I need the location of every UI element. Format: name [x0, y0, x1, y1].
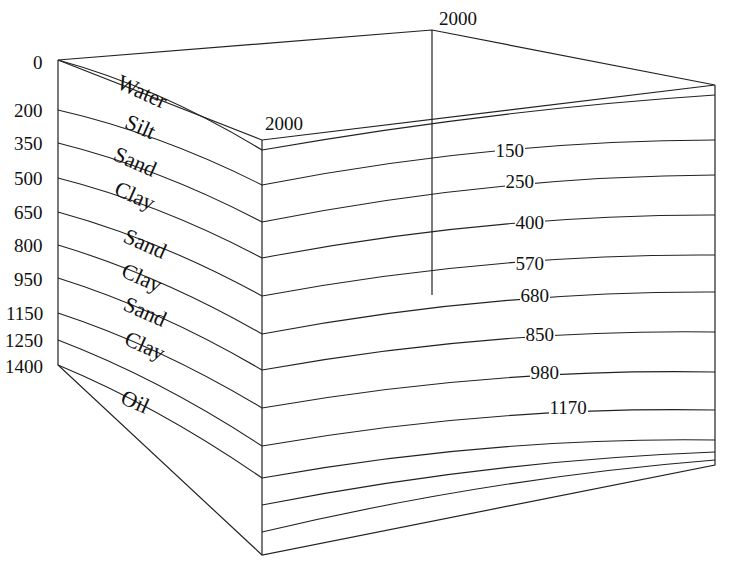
stratum-boundary — [58, 212, 715, 296]
layer-name: Clay — [110, 177, 159, 215]
layer-name: Water — [113, 71, 171, 113]
depth-number: 1150 — [5, 304, 44, 323]
depth-number: 150 — [495, 141, 526, 160]
depth-number: 950 — [13, 270, 44, 289]
depth-number: 1170 — [549, 398, 588, 417]
depth-number: 570 — [515, 254, 546, 273]
stratum-boundary — [262, 460, 715, 532]
layer-name: Silt — [120, 110, 159, 143]
strata-lines — [58, 110, 715, 532]
layer-name: Clay — [117, 259, 166, 297]
layer-name: Sand — [120, 293, 171, 332]
depth-number: 200 — [13, 101, 44, 120]
depth-number: 850 — [525, 325, 556, 344]
depth-number: 800 — [13, 236, 44, 255]
front-edge — [261, 140, 262, 555]
stratum-boundary — [262, 452, 715, 505]
depth-number: 2000 — [264, 114, 304, 133]
layer-name: Sand — [120, 225, 171, 264]
depth-number: 980 — [530, 363, 561, 382]
box-outline — [58, 60, 715, 555]
depth-number: 1400 — [4, 357, 44, 376]
depth-number: 350 — [13, 134, 44, 153]
depth-number: 680 — [520, 286, 551, 305]
layer-name: Sand — [110, 143, 161, 182]
depth-number: 400 — [515, 213, 546, 232]
depth-number: 500 — [13, 169, 44, 188]
depth-number: 650 — [13, 203, 44, 222]
back-edge — [431, 30, 432, 295]
surface-line — [58, 60, 715, 150]
depth-number: 0 — [32, 53, 44, 72]
stratum-boundary — [58, 365, 715, 478]
depth-number: 1250 — [4, 331, 44, 350]
layer-name: Oil — [117, 386, 153, 418]
depth-number: 2000 — [438, 9, 478, 28]
layer-name: Clay — [120, 327, 169, 365]
depth-number: 250 — [505, 172, 536, 191]
